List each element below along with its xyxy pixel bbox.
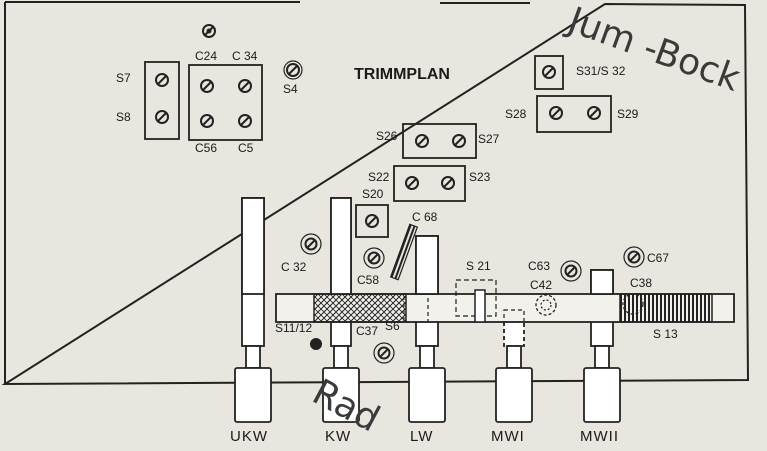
- pushbutton-ukw: [234, 345, 272, 423]
- trimmer-s29: [587, 106, 601, 120]
- label-c32: C 32: [281, 260, 307, 274]
- shaft-hatched-section: [313, 293, 407, 323]
- trimmer-block-s28-s29: [536, 95, 612, 133]
- trimmer-c24: [200, 79, 214, 93]
- trimmer-c58: [363, 247, 385, 269]
- label-c56: C56: [195, 141, 217, 155]
- trimmer-s6: [373, 342, 395, 364]
- diagram-title: TRIMMPLAN: [354, 66, 450, 83]
- trimmer-block-s26-s27: [402, 123, 477, 159]
- trimmer-s26: [415, 134, 429, 148]
- trimmer-c38: [622, 293, 644, 315]
- label-s7: S7: [116, 71, 131, 85]
- trimmer-c34: [238, 79, 252, 93]
- button-label-lw: LW: [410, 428, 433, 445]
- label-s28: S28: [505, 107, 527, 121]
- trimmer-s31: [542, 65, 556, 79]
- trimmer-s23: [441, 176, 455, 190]
- label-c38: C38: [630, 276, 652, 290]
- capacitor-c68: [389, 223, 419, 281]
- label-s27: S27: [478, 132, 500, 146]
- pushbutton-mwi: [495, 345, 533, 423]
- label-s26: S26: [376, 129, 398, 143]
- trimmer-c56: [200, 114, 214, 128]
- button-label-kw: KW: [325, 428, 351, 445]
- trimmer-c5: [238, 114, 252, 128]
- label-s23: S23: [469, 170, 491, 184]
- button-label-mwii: MWII: [580, 428, 619, 445]
- trimmer-block-s20: [355, 204, 389, 238]
- label-c58: C58: [357, 273, 379, 287]
- trimmer-block-s22-s23: [393, 165, 466, 202]
- capacitor-block: [188, 64, 263, 141]
- pushbutton-mwii: [583, 345, 621, 423]
- label-s21: S 21: [466, 259, 491, 273]
- trimmer-block-s31-s32: [534, 55, 564, 90]
- label-c67: C67: [647, 251, 669, 265]
- label-s8: S8: [116, 110, 131, 124]
- label-s31-s32: S31/S 32: [576, 64, 626, 78]
- pushbutton-lw: [408, 345, 446, 423]
- trimmer-s11-12: [310, 338, 322, 350]
- button-label-ukw: UKW: [230, 428, 268, 445]
- label-s11-12: S11/12: [275, 321, 312, 335]
- trimmer-c42: [535, 294, 557, 316]
- label-s6: S6: [385, 319, 400, 333]
- label-c42: C42: [530, 278, 552, 292]
- watermark-top: Jum -Bock: [561, 0, 745, 100]
- label-s29: S29: [617, 107, 639, 121]
- label-c5: C5: [238, 141, 254, 155]
- trimmer-s28: [549, 106, 563, 120]
- shaft-coil-s13: [619, 293, 713, 323]
- trimmer-c63: [560, 260, 582, 282]
- trimmer-c32: [300, 233, 322, 255]
- label-s13: S 13: [653, 327, 678, 341]
- trimmer-c67: [623, 246, 645, 268]
- pushbutton-kw: [322, 345, 360, 423]
- trimmer-block-s7-s8: [144, 61, 180, 140]
- label-c34: C 34: [232, 49, 258, 63]
- label-c24: C24: [195, 49, 217, 63]
- trimmer-s4: [286, 63, 300, 77]
- chassis-outline: [1, 1, 750, 386]
- trimmer-s27: [452, 134, 466, 148]
- button-label-mwi: MWI: [491, 428, 525, 445]
- trimmer-s8: [155, 110, 169, 124]
- label-s4: S4: [283, 82, 298, 96]
- label-s20: S20: [362, 187, 384, 201]
- label-c37: C37: [356, 324, 378, 338]
- trimmer-s7: [155, 73, 169, 87]
- label-c68: C 68: [412, 210, 438, 224]
- label-s22: S22: [368, 170, 390, 184]
- label-c63: C63: [528, 259, 550, 273]
- trimmer-s20: [365, 214, 379, 228]
- trimmer-s22: [405, 176, 419, 190]
